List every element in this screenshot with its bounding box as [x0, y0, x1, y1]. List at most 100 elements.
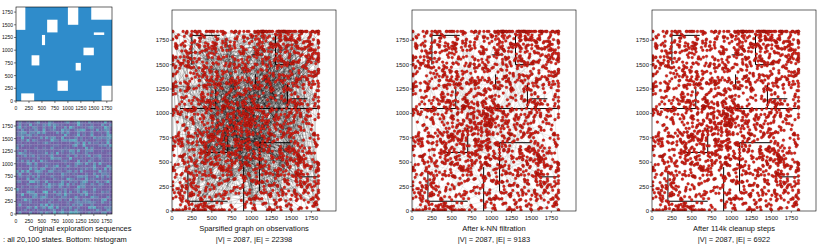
- histogram-cell: [64, 121, 67, 124]
- histogram-cell: [32, 209, 35, 212]
- histogram-cell: [88, 186, 91, 189]
- histogram-cell: [59, 199, 62, 202]
- tick-label: 1000: [2, 161, 13, 166]
- histogram-cell: [40, 178, 43, 181]
- unexplored-area: [102, 86, 112, 101]
- histogram-cell: [64, 199, 67, 202]
- histogram-cell: [45, 131, 48, 134]
- histogram-cell: [93, 175, 96, 178]
- tick-mark: [14, 88, 16, 89]
- histogram-cell: [51, 126, 54, 129]
- histogram-cell: [51, 131, 54, 134]
- histogram-cell: [43, 191, 46, 194]
- histogram-cell: [88, 152, 91, 155]
- histogram-cell: [27, 173, 30, 176]
- histogram-cell: [107, 188, 110, 191]
- histogram-cell: [24, 165, 27, 168]
- histogram-cell: [32, 191, 35, 194]
- histogram-cell: [88, 160, 91, 163]
- histogram-cell: [93, 144, 96, 147]
- histogram-cell: [77, 173, 80, 176]
- histogram-cell: [56, 196, 59, 199]
- histogram-cell: [64, 180, 67, 183]
- histogram-cell: [101, 165, 104, 168]
- tick-label: 0: [646, 208, 649, 214]
- histogram-cell: [51, 142, 54, 145]
- histogram-cell: [56, 142, 59, 145]
- tick-mark: [191, 211, 192, 213]
- histogram-cell: [85, 204, 88, 207]
- histogram-cell: [37, 170, 40, 173]
- histogram-cell: [80, 204, 83, 207]
- histogram-cell: [99, 139, 102, 142]
- histogram-cell: [64, 137, 67, 140]
- histogram-cell: [45, 193, 48, 196]
- histogram-cell: [72, 180, 75, 183]
- histogram-cell: [69, 142, 72, 145]
- panel-caption: Sparsified graph on observations: [199, 225, 309, 233]
- tick-label: 1000: [636, 110, 649, 116]
- histogram-cell: [40, 180, 43, 183]
- histogram-cell: [37, 152, 40, 155]
- histogram-cell: [104, 193, 107, 196]
- histogram-cell: [59, 131, 62, 134]
- histogram-cell: [59, 160, 62, 163]
- histogram-cell: [64, 126, 67, 129]
- histogram-cell: [16, 193, 19, 196]
- histogram-cell: [107, 201, 110, 204]
- histogram-cell: [35, 137, 38, 140]
- tick-mark: [41, 214, 42, 216]
- histogram-cell: [48, 129, 51, 132]
- histogram-cell: [91, 129, 94, 132]
- histogram-cell: [21, 173, 24, 176]
- histogram-cell: [67, 178, 70, 181]
- unexplored-area: [94, 32, 104, 35]
- histogram-cell: [29, 134, 32, 137]
- histogram-cell: [109, 131, 112, 134]
- histogram-cell: [24, 204, 27, 207]
- histogram-cell: [37, 160, 40, 163]
- histogram-cell: [109, 186, 112, 189]
- histogram-cell: [109, 170, 112, 173]
- histogram-cell: [53, 162, 56, 165]
- histogram-cell: [91, 131, 94, 134]
- histogram-cell: [51, 186, 54, 189]
- histogram-cell: [16, 196, 19, 199]
- histogram-cell: [80, 183, 83, 186]
- histogram-cell: [59, 196, 62, 199]
- tick-label: 500: [5, 73, 13, 78]
- histogram-cell: [61, 162, 64, 165]
- histogram-cell: [35, 157, 38, 160]
- histogram-cell: [45, 129, 48, 132]
- histogram-cell: [16, 178, 19, 181]
- histogram-cell: [93, 193, 96, 196]
- histogram-cell: [37, 142, 40, 145]
- histogram-cell: [77, 142, 80, 145]
- histogram-cell: [40, 199, 43, 202]
- histogram-cell: [56, 209, 59, 212]
- histogram-cell: [16, 129, 19, 132]
- histogram-cell: [24, 137, 27, 140]
- histogram-cell: [101, 131, 104, 134]
- histogram-cell: [45, 142, 48, 145]
- plot-frame: [16, 7, 112, 101]
- histogram-cell: [37, 149, 40, 152]
- histogram-cell: [83, 155, 86, 158]
- histogram-cell: [96, 149, 99, 152]
- histogram-cell: [72, 175, 75, 178]
- histogram-cell: [16, 186, 19, 189]
- histogram-cell: [48, 144, 51, 147]
- histogram-cell: [48, 186, 51, 189]
- histogram-cell: [32, 139, 35, 142]
- histogram-cell: [37, 211, 40, 214]
- histogram-cell: [29, 137, 32, 140]
- histogram-cell: [40, 121, 43, 124]
- histogram-cell: [53, 201, 56, 204]
- histogram-cell: [85, 180, 88, 183]
- tick-label: 1250: [2, 149, 13, 154]
- histogram-cell: [21, 170, 24, 173]
- histogram-cell: [101, 170, 104, 173]
- histogram-cell: [24, 170, 27, 173]
- histogram-cell: [64, 178, 67, 181]
- histogram-cell: [69, 131, 72, 134]
